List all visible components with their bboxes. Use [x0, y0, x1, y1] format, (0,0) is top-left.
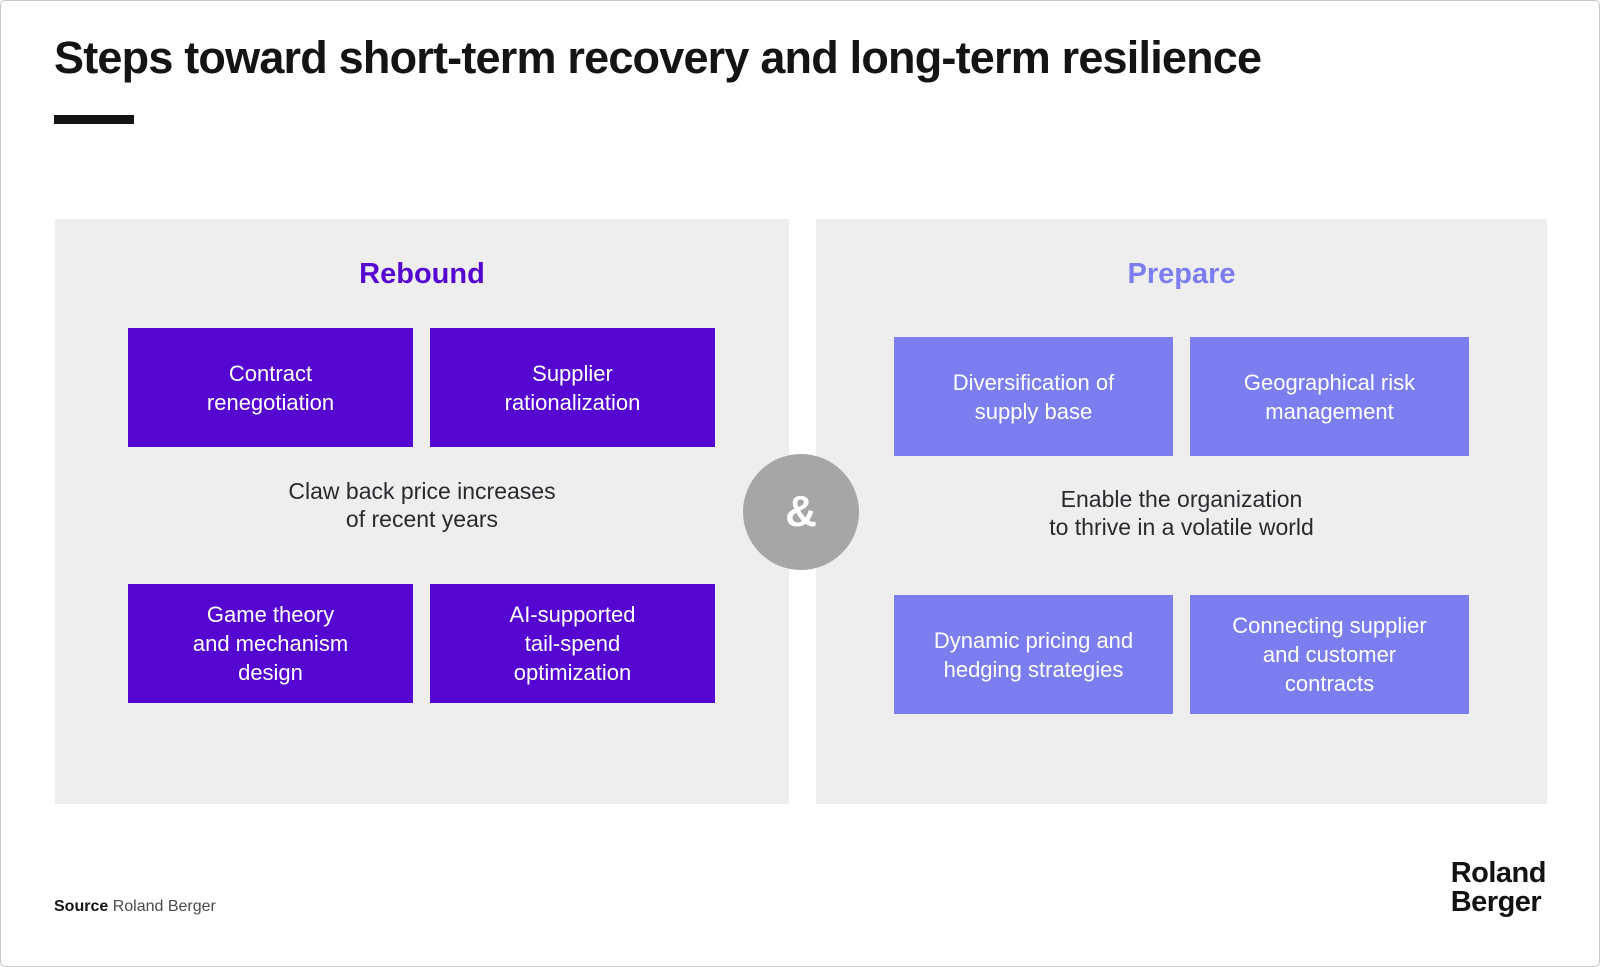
- rebound-heading: Rebound: [359, 258, 485, 290]
- prepare-box-connecting-contracts: Connecting supplier and customer contrac…: [1190, 595, 1469, 714]
- rebound-row-bottom: Game theory and mechanism design AI-supp…: [128, 584, 715, 703]
- prepare-box-dynamic-pricing: Dynamic pricing and hedging strategies: [894, 595, 1173, 714]
- rebound-box-game-theory: Game theory and mechanism design: [128, 584, 413, 703]
- ampersand-connector: &: [743, 454, 859, 570]
- rebound-box-contract-renegotiation: Contract renegotiation: [128, 328, 413, 447]
- rebound-caption: Claw back price increases of recent year…: [288, 478, 556, 532]
- roland-berger-logo: Roland Berger: [1450, 857, 1547, 918]
- rebound-row-top: Contract renegotiation Supplier rational…: [128, 328, 715, 447]
- title-underline: [54, 115, 134, 124]
- source-line: Source Roland Berger: [54, 898, 216, 916]
- ampersand-symbol: &: [785, 487, 817, 536]
- rebound-panel: Rebound Contract renegotiation Supplier …: [55, 219, 789, 804]
- prepare-row-top: Diversification of supply base Geographi…: [894, 337, 1469, 456]
- source-value: Roland Berger: [112, 898, 216, 915]
- prepare-panel: Prepare Diversification of supply base G…: [816, 219, 1547, 804]
- source-label: Source: [54, 898, 109, 915]
- prepare-heading: Prepare: [1127, 258, 1236, 290]
- prepare-caption: Enable the organization to thrive in a v…: [1049, 486, 1314, 540]
- rebound-box-supplier-rationalization: Supplier rationalization: [430, 328, 715, 447]
- prepare-box-diversification: Diversification of supply base: [894, 337, 1173, 456]
- page-title: Steps toward short-term recovery and lon…: [54, 32, 1262, 83]
- rebound-box-ai-tail-spend: AI-supported tail-spend optimization: [430, 584, 715, 703]
- prepare-box-geographical-risk: Geographical risk management: [1190, 337, 1469, 456]
- prepare-row-bottom: Dynamic pricing and hedging strategies C…: [894, 595, 1469, 714]
